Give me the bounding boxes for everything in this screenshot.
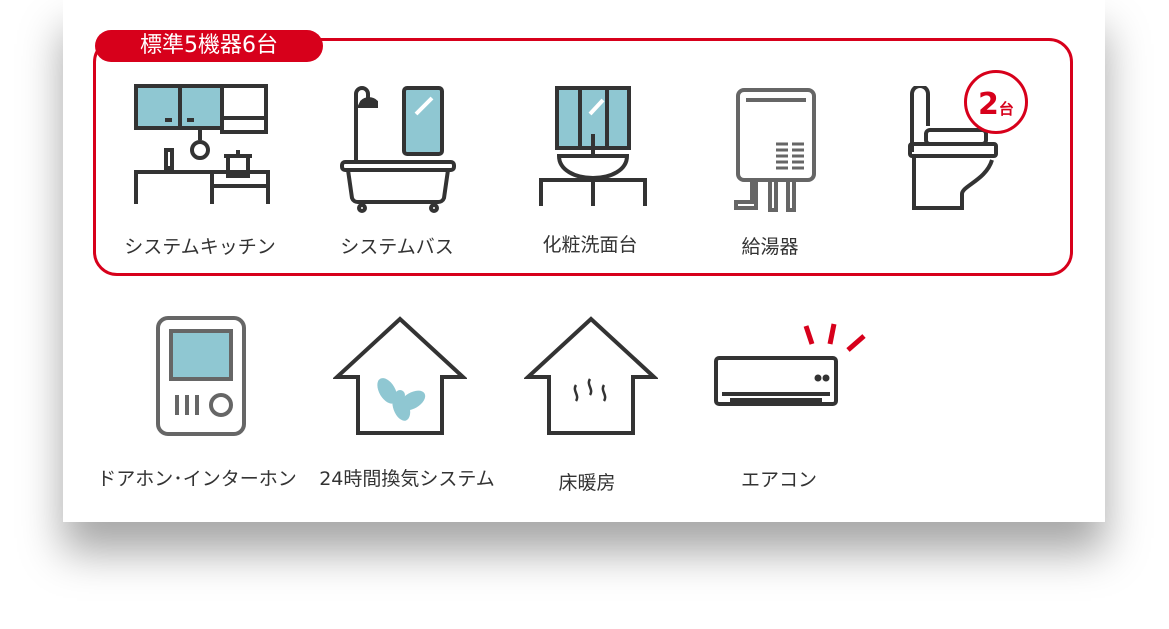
ventilation-icon [333,316,467,435]
label-system-kitchen: システムキッチン [124,236,276,258]
label-floor-heating: 床暖房 [558,472,616,494]
bathtub-icon [340,86,456,213]
intercom-icon [156,316,246,436]
air-conditioner-icon [714,323,866,406]
label-intercom: ドアホン･インターホン [97,468,297,490]
label-vanity: 化粧洗面台 [542,234,638,256]
label-ventilation: 24時間換気システム [319,468,495,490]
toilet-icon [908,86,998,210]
standard-equipment-title: 標準5機器6台 [95,30,323,62]
floor-heating-icon [524,316,658,435]
vanity-icon [539,86,647,206]
label-air-conditioner: エアコン [740,469,817,491]
water-heater-icon [734,88,816,212]
kitchen-icon [134,84,270,204]
standard-equipment-frame [93,38,1073,276]
label-water-heater: 給湯器 [741,236,799,258]
label-system-bath: システムバス [340,236,454,258]
quantity-badge: 2台 [964,70,1028,134]
